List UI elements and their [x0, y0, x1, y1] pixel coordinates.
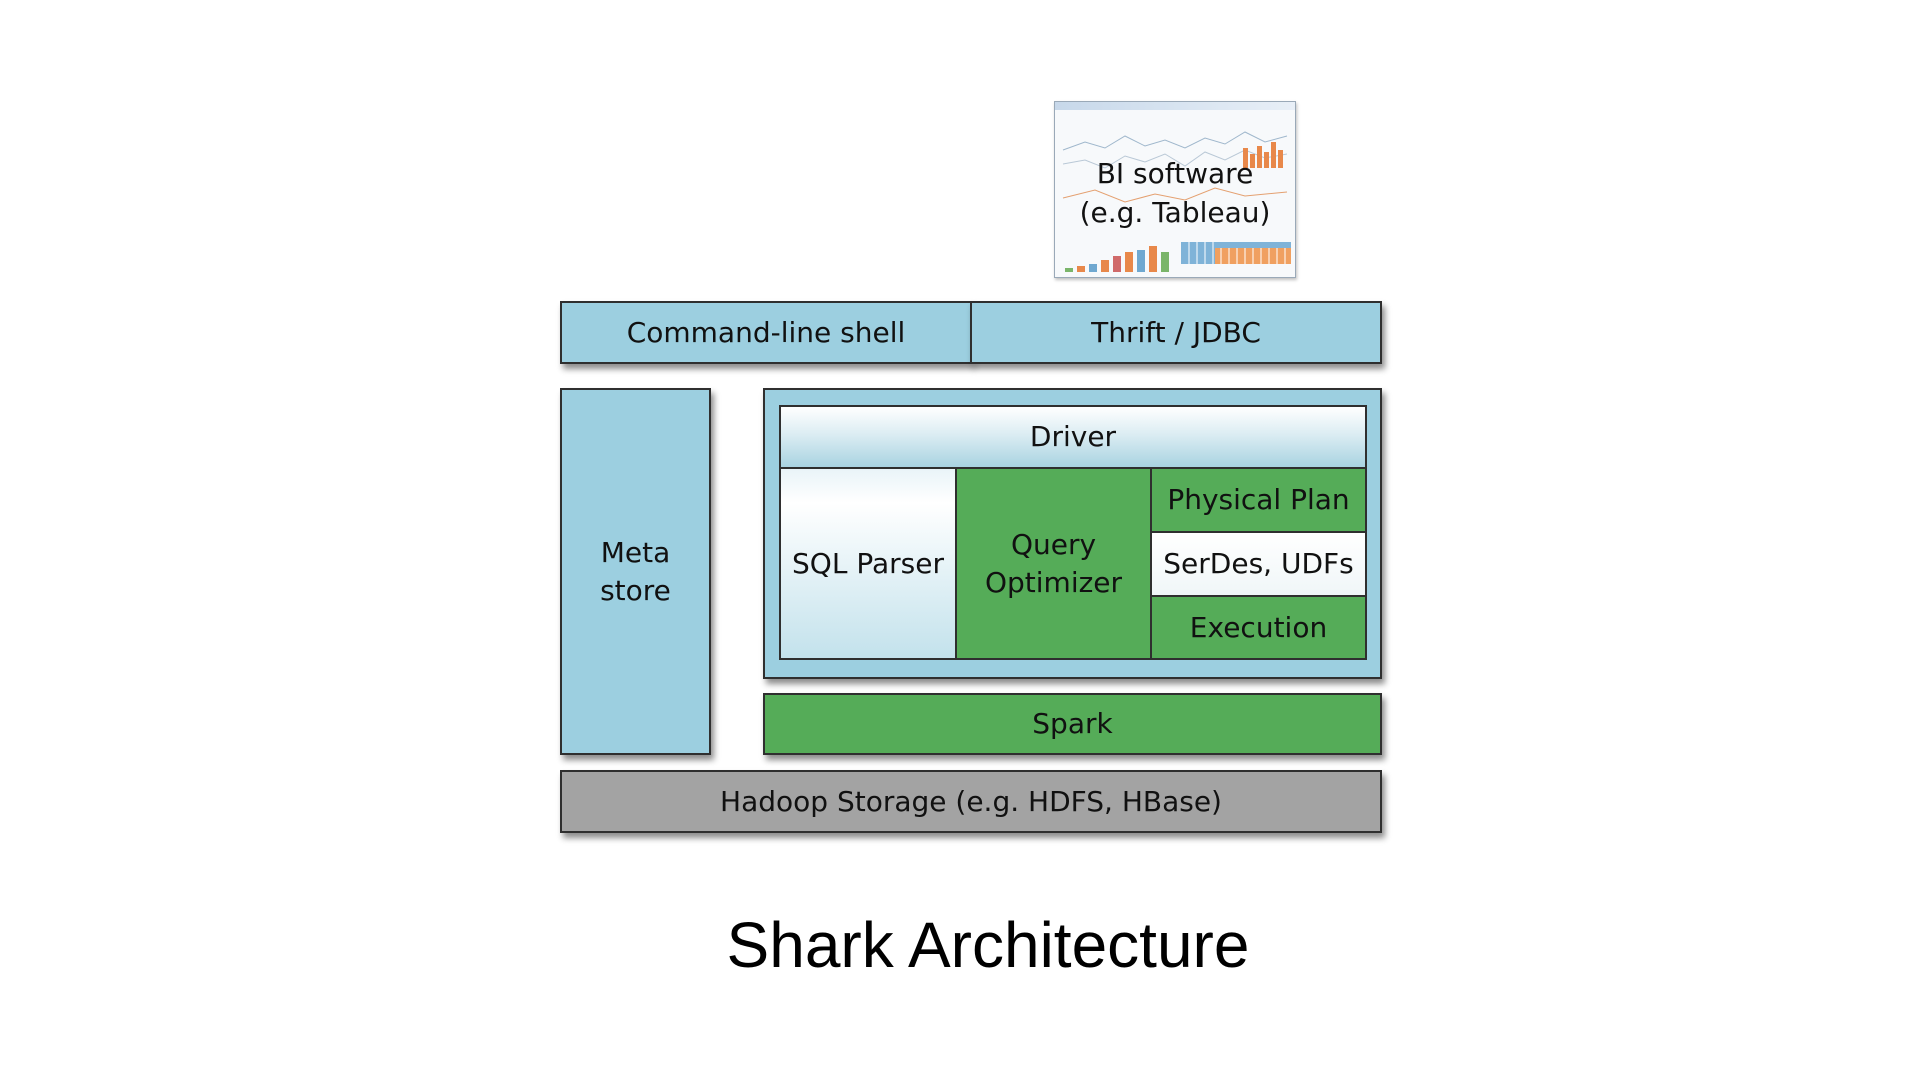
command-line-shell-box: Command-line shell [560, 301, 972, 364]
query-optimizer-box: Query Optimizer [955, 467, 1152, 660]
thumbnail-titlebar [1055, 102, 1295, 110]
physical-plan-box: Physical Plan [1150, 467, 1367, 533]
dashboard-chart-icon [1062, 131, 1291, 272]
bi-software-label: BI software (e.g. Tableau) [1079, 157, 1271, 230]
metastore-box: Meta store [560, 388, 711, 755]
execution-box: Execution [1150, 595, 1367, 660]
thrift-jdbc-box: Thrift / JDBC [970, 301, 1382, 364]
slide-title: Shark Architecture [726, 909, 1250, 981]
bi-software-thumbnail: BI software (e.g. Tableau) [1054, 101, 1296, 278]
spark-box: Spark [763, 693, 1382, 755]
driver-box: Driver [779, 405, 1367, 469]
hadoop-storage-box: Hadoop Storage (e.g. HDFS, HBase) [560, 770, 1382, 833]
sql-parser-box: SQL Parser [779, 467, 957, 660]
serdes-udfs-box: SerDes, UDFs [1150, 531, 1367, 597]
